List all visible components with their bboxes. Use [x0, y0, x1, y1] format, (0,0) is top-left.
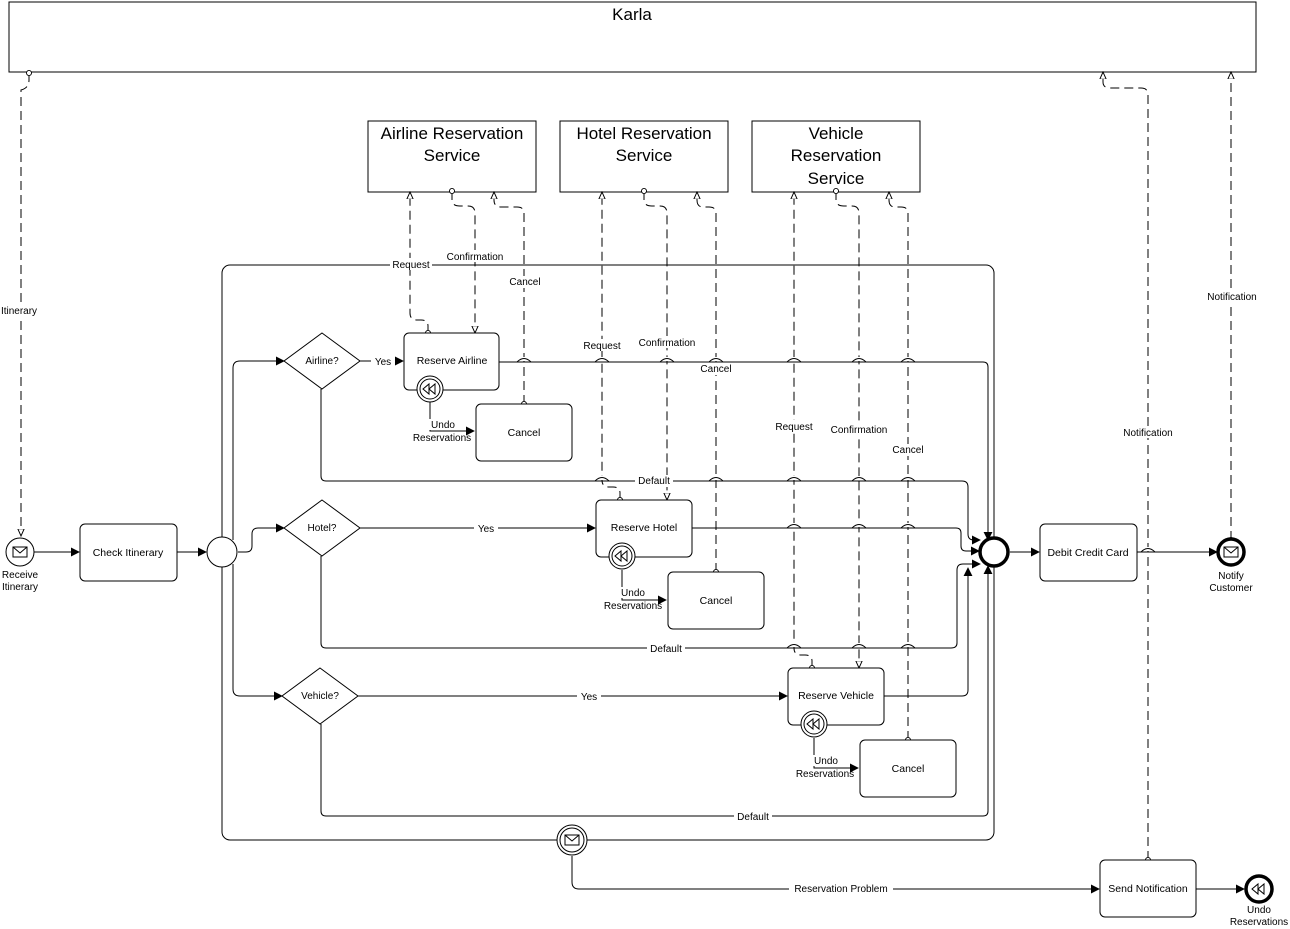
task-cancel-airline[interactable]: Cancel [475, 403, 573, 462]
yes-hotel-label: Yes [478, 524, 494, 535]
itinerary-message-label: Itinerary [1, 306, 37, 317]
svg-text:Hotel?: Hotel? [308, 523, 337, 534]
svg-text:Reservations: Reservations [413, 433, 471, 444]
svg-text:Reservations: Reservations [604, 601, 662, 612]
flow-labels: Yes Yes Yes Default Default Default Undo… [371, 355, 893, 895]
svg-text:Debit Credit Card: Debit Credit Card [1047, 547, 1128, 559]
task-cancel-vehicle[interactable]: Cancel [859, 739, 957, 798]
default-hotel-label: Default [650, 644, 682, 655]
pool-vehicle-reservation-service: Vehicle Reservation Service [751, 120, 921, 193]
svg-text:Cancel: Cancel [892, 763, 925, 775]
default-airline-label: Default [638, 476, 670, 487]
task-reserve-hotel[interactable]: Reserve Hotel [595, 499, 693, 558]
hotel-cancel-label: Cancel [700, 364, 731, 375]
airline-confirmation-label: Confirmation [447, 252, 504, 263]
gateway-vehicle[interactable]: Vehicle? [281, 667, 359, 725]
vehicle-request-label: Request [775, 422, 812, 433]
svg-text:Reservation: Reservation [791, 146, 882, 165]
pool-hotel-reservation-service: Hotel Reservation Service [559, 120, 729, 193]
notify-customer-label: Notify [1218, 571, 1244, 582]
gateway-hotel[interactable]: Hotel? [283, 499, 361, 557]
pool-karla: Karla [8, 1, 1257, 73]
message-flows [21, 72, 1231, 860]
boundary-event-reservation-problem[interactable] [556, 824, 588, 856]
svg-text:Service: Service [616, 146, 673, 165]
svg-text:Reservations: Reservations [1230, 917, 1288, 928]
envelope-icon [564, 834, 580, 846]
notification-send-label: Notification [1123, 428, 1172, 439]
end-event-undo-reservations[interactable] [1244, 874, 1274, 904]
parallel-start-event[interactable] [206, 536, 238, 568]
svg-text:Reserve Airline: Reserve Airline [417, 355, 488, 367]
task-debit-credit-card[interactable]: Debit Credit Card [1039, 523, 1138, 582]
task-check-itinerary[interactable]: Check Itinerary [79, 523, 178, 582]
reservation-problem-label: Reservation Problem [794, 884, 887, 895]
undo-reservations-label: Undo [1247, 905, 1271, 916]
receive-itinerary-label: Receive [2, 570, 39, 581]
end-event-notify-customer[interactable] [1216, 537, 1246, 567]
svg-text:Cancel: Cancel [700, 595, 733, 607]
svg-text:Cancel: Cancel [508, 427, 541, 439]
compensation-boundary-airline[interactable] [416, 375, 444, 403]
compensation-icon [614, 549, 628, 563]
svg-text:Send Notification: Send Notification [1108, 883, 1188, 895]
hotel-request-label: Request [583, 341, 620, 352]
start-event-receive-itinerary[interactable] [5, 537, 35, 567]
vehicle-confirmation-label: Confirmation [831, 425, 888, 436]
envelope-icon [1223, 546, 1239, 558]
line-hops [516, 357, 1156, 649]
envelope-icon [12, 546, 28, 558]
compensation-icon [422, 382, 436, 396]
notification-customer-label: Notification [1207, 292, 1256, 303]
airline-request-label: Request [392, 260, 429, 271]
svg-text:Check Itinerary: Check Itinerary [93, 547, 164, 559]
undo-hotel-label: Undo [621, 588, 645, 599]
yes-airline-label: Yes [375, 357, 391, 368]
svg-text:Service: Service [424, 146, 481, 165]
task-send-notification[interactable]: Send Notification [1099, 859, 1197, 918]
airline-cancel-label: Cancel [509, 277, 540, 288]
compensation-boundary-hotel[interactable] [608, 542, 636, 570]
end-event[interactable] [978, 536, 1010, 568]
compensation-icon [806, 717, 820, 731]
task-reserve-vehicle[interactable]: Reserve Vehicle [787, 667, 885, 726]
hotel-confirmation-label: Confirmation [639, 338, 696, 349]
undo-airline-label: Undo [431, 420, 455, 431]
svg-text:Reservations: Reservations [796, 769, 854, 780]
default-vehicle-label: Default [737, 812, 769, 823]
svg-text:Reserve Vehicle: Reserve Vehicle [798, 690, 874, 702]
vehicle-cancel-label: Cancel [892, 445, 923, 456]
svg-text:Vehicle: Vehicle [809, 124, 864, 143]
message-labels: Itinerary Notification Notification Requ… [0, 250, 1260, 456]
task-reserve-airline[interactable]: Reserve Airline [403, 332, 500, 391]
svg-text:Airline Reservation: Airline Reservation [381, 124, 524, 143]
compensation-icon [1251, 882, 1265, 896]
task-cancel-hotel[interactable]: Cancel [667, 571, 765, 630]
gateway-airline[interactable]: Airline? [283, 332, 361, 390]
svg-text:Itinerary: Itinerary [2, 582, 38, 593]
svg-text:Hotel Reservation: Hotel Reservation [576, 124, 711, 143]
pool-airline-reservation-service: Airline Reservation Service [367, 120, 537, 193]
yes-vehicle-label: Yes [581, 692, 597, 703]
svg-text:Customer: Customer [1209, 583, 1253, 594]
pool-karla-label: Karla [612, 5, 652, 24]
svg-text:Vehicle?: Vehicle? [301, 691, 339, 702]
svg-text:Reserve Hotel: Reserve Hotel [611, 522, 678, 534]
svg-text:Service: Service [808, 169, 865, 188]
svg-text:Airline?: Airline? [305, 356, 339, 367]
compensation-boundary-vehicle[interactable] [800, 710, 828, 738]
undo-vehicle-label: Undo [814, 756, 838, 767]
